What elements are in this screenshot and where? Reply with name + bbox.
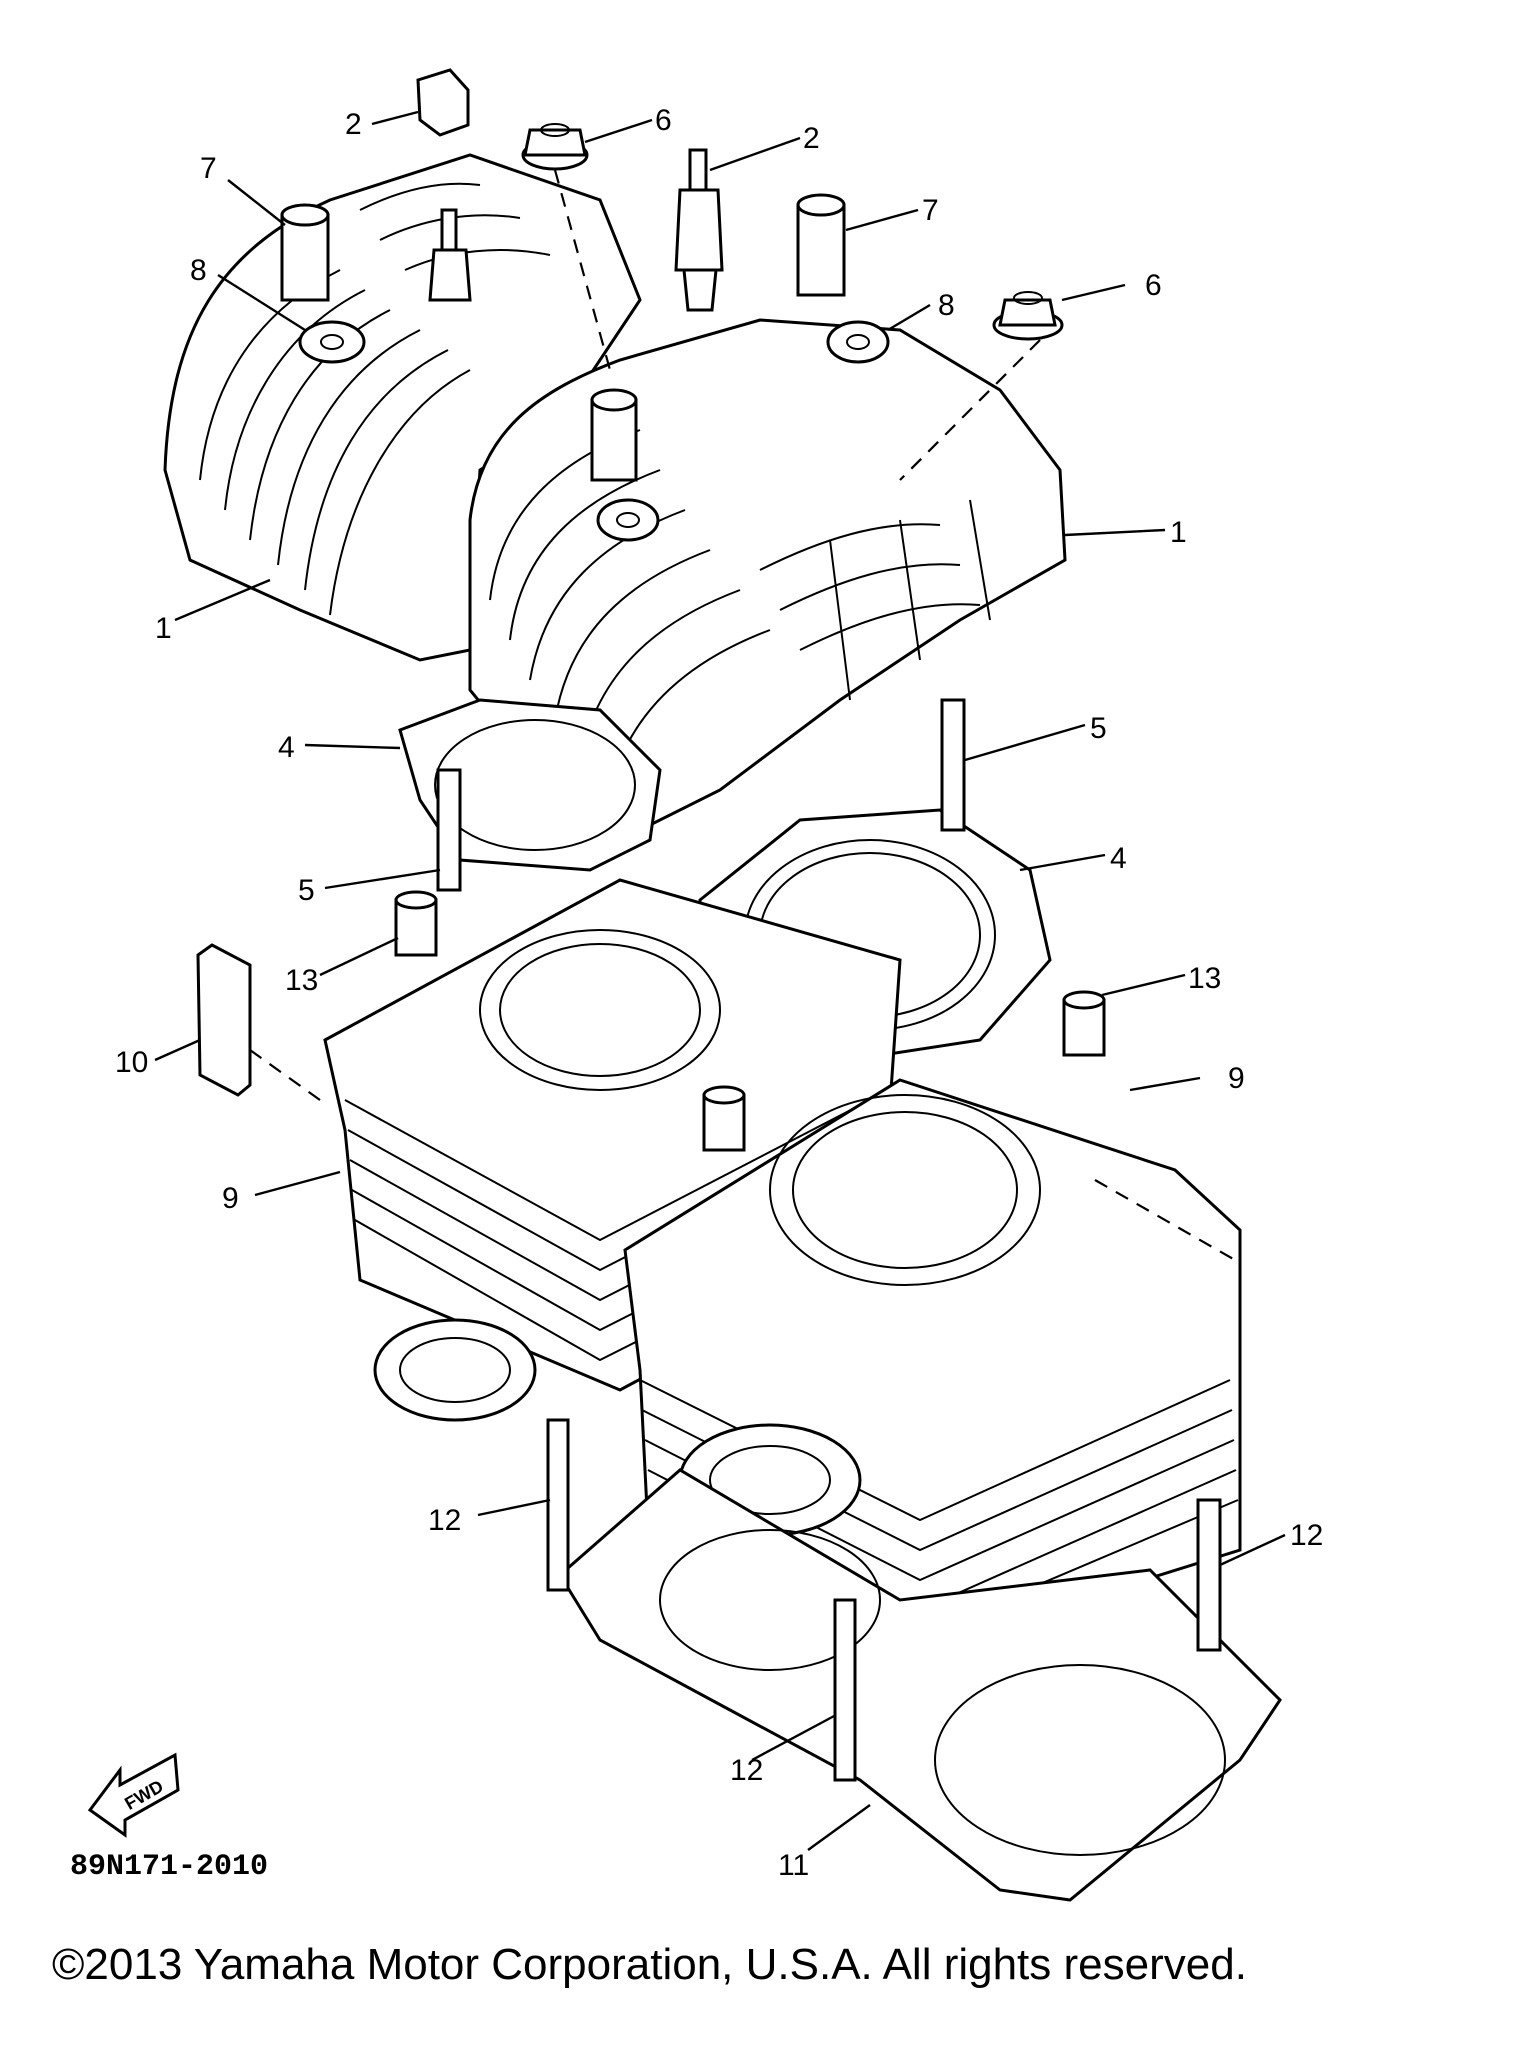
callout-13-right: 13 (1188, 962, 1221, 995)
callout-11: 11 (778, 1849, 809, 1882)
spark-plug-right (674, 148, 724, 312)
callout-6-right: 6 (1145, 269, 1162, 302)
callout-5-right: 5 (1090, 712, 1107, 745)
callout-5-left: 5 (298, 874, 315, 907)
callout-13-left: 13 (285, 964, 318, 997)
bolt-right (1062, 990, 1106, 1057)
bolt-center (702, 1085, 746, 1152)
callout-8-left: 8 (190, 254, 207, 287)
callout-10: 10 (115, 1046, 148, 1079)
flange-nut-right (992, 291, 1064, 341)
dowel-pin (196, 943, 252, 1097)
leader-lines (154, 110, 1286, 1851)
copyright-notice: ©2013 Yamaha Motor Corporation, U.S.A. A… (52, 1940, 1247, 1989)
callout-1-left: 1 (155, 612, 172, 645)
callout-1-right: 1 (1170, 516, 1187, 549)
stud-left (436, 768, 462, 892)
hidden-alignment-lines (249, 169, 1236, 1261)
callout-labels: 2 6 2 7 7 8 8 6 1 1 4 5 5 4 13 13 10 9 9… (115, 104, 1323, 1882)
collar-center (590, 388, 638, 482)
washer-left (298, 320, 366, 364)
drawing-code: 89N171-2010 (70, 1850, 269, 1884)
washer-center (596, 498, 660, 542)
washer-right (826, 320, 890, 364)
forward-direction-arrow: FWD (87, 1752, 180, 1838)
collar-right (796, 193, 846, 297)
callout-3: 2 (345, 108, 362, 141)
collar-left (280, 203, 330, 302)
callout-9-left: 9 (222, 1182, 239, 1215)
flange-nut-left (521, 123, 589, 171)
stud-right (940, 698, 966, 832)
callout-8-right: 8 (938, 289, 955, 322)
callout-7-left: 7 (200, 152, 217, 185)
cylinder-right (623, 1078, 1242, 1652)
callout-2: 2 (803, 122, 820, 155)
callout-12-left: 12 (428, 1504, 461, 1537)
head-gasket-left (398, 698, 662, 872)
plug-cap (416, 68, 470, 137)
spark-plug-left (428, 208, 472, 302)
callout-6-left: 6 (655, 104, 672, 137)
base-stud-left (546, 1418, 570, 1592)
callout-12-right: 12 (1290, 1519, 1323, 1552)
base-stud-center (833, 1598, 857, 1782)
callout-9-right: 9 (1228, 1062, 1245, 1095)
exhaust-port-left (373, 1318, 537, 1422)
callout-4-right: 4 (1110, 842, 1127, 875)
bolt-left (394, 890, 438, 957)
callout-12-center: 12 (730, 1754, 763, 1787)
callout-4-left: 4 (278, 731, 295, 764)
base-stud-right (1196, 1498, 1222, 1652)
callout-7-right: 7 (922, 194, 939, 227)
base-gasket (558, 1468, 1282, 1902)
